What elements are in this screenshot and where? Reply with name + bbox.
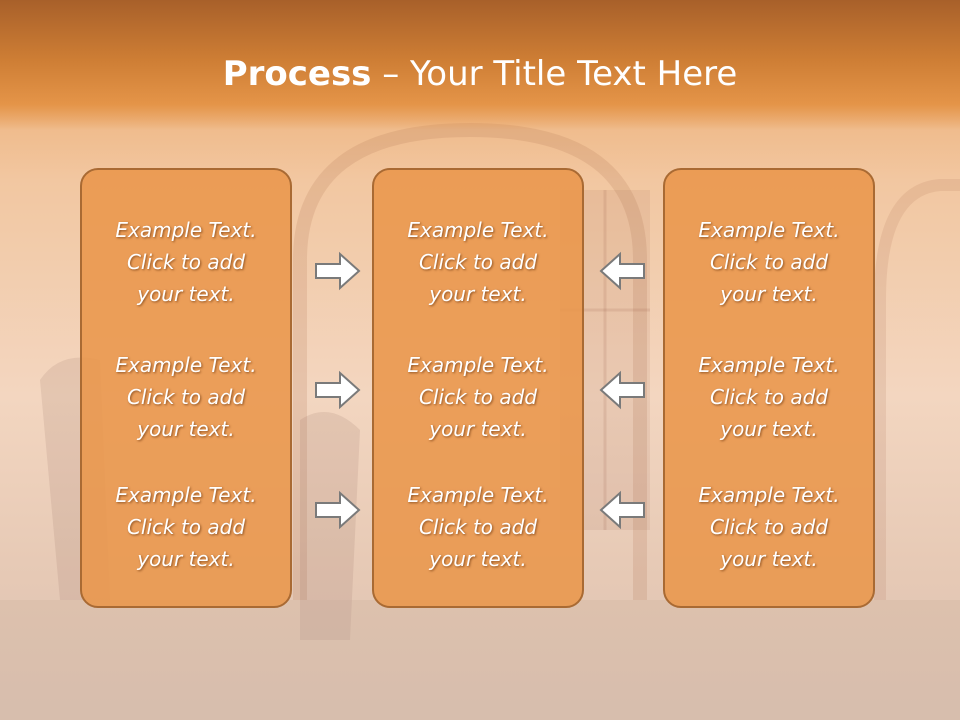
- text-block[interactable]: Example Text. Click to add your text.: [374, 479, 582, 575]
- text-block[interactable]: Example Text. Click to add your text.: [82, 214, 290, 310]
- left-arrow-icon: [599, 370, 645, 410]
- text-line: Click to add: [418, 385, 538, 409]
- text-line: Example Text.: [698, 218, 840, 242]
- text-line: your text.: [720, 282, 818, 306]
- title-bold: Process: [222, 54, 372, 94]
- left-arrow-icon: [599, 251, 645, 291]
- process-box-right[interactable]: Example Text. Click to add your text. Ex…: [663, 168, 875, 608]
- text-line: your text.: [429, 417, 527, 441]
- left-arrow-icon: [599, 490, 645, 530]
- text-line: your text.: [137, 282, 235, 306]
- title-rest: – Your Title Text Here: [371, 54, 738, 94]
- text-block[interactable]: Example Text. Click to add your text.: [82, 349, 290, 445]
- process-box-center[interactable]: Example Text. Click to add your text. Ex…: [372, 168, 584, 608]
- right-arrow-icon: [315, 370, 361, 410]
- text-block[interactable]: Example Text. Click to add your text.: [665, 479, 873, 575]
- text-line: Click to add: [709, 515, 829, 539]
- text-line: Example Text.: [115, 483, 257, 507]
- title-band: [0, 0, 960, 130]
- right-arrow-icon: [315, 251, 361, 291]
- text-line: your text.: [429, 547, 527, 571]
- text-line: Click to add: [418, 515, 538, 539]
- text-line: your text.: [137, 547, 235, 571]
- text-block[interactable]: Example Text. Click to add your text.: [665, 349, 873, 445]
- text-line: Click to add: [126, 385, 246, 409]
- text-line: your text.: [720, 547, 818, 571]
- text-line: Example Text.: [698, 353, 840, 377]
- text-line: Click to add: [709, 385, 829, 409]
- process-box-left[interactable]: Example Text. Click to add your text. Ex…: [80, 168, 292, 608]
- text-block[interactable]: Example Text. Click to add your text.: [374, 214, 582, 310]
- text-line: your text.: [137, 417, 235, 441]
- text-line: your text.: [429, 282, 527, 306]
- text-block[interactable]: Example Text. Click to add your text.: [82, 479, 290, 575]
- slide-title[interactable]: Process – Your Title Text Here: [0, 52, 960, 96]
- right-arrow-icon: [315, 490, 361, 530]
- text-line: Example Text.: [115, 218, 257, 242]
- text-line: Example Text.: [115, 353, 257, 377]
- text-line: your text.: [720, 417, 818, 441]
- text-line: Click to add: [126, 515, 246, 539]
- text-line: Click to add: [418, 250, 538, 274]
- text-line: Example Text.: [407, 353, 549, 377]
- text-block[interactable]: Example Text. Click to add your text.: [374, 349, 582, 445]
- text-line: Click to add: [709, 250, 829, 274]
- text-line: Example Text.: [407, 483, 549, 507]
- text-line: Example Text.: [407, 218, 549, 242]
- text-line: Example Text.: [698, 483, 840, 507]
- text-block[interactable]: Example Text. Click to add your text.: [665, 214, 873, 310]
- text-line: Click to add: [126, 250, 246, 274]
